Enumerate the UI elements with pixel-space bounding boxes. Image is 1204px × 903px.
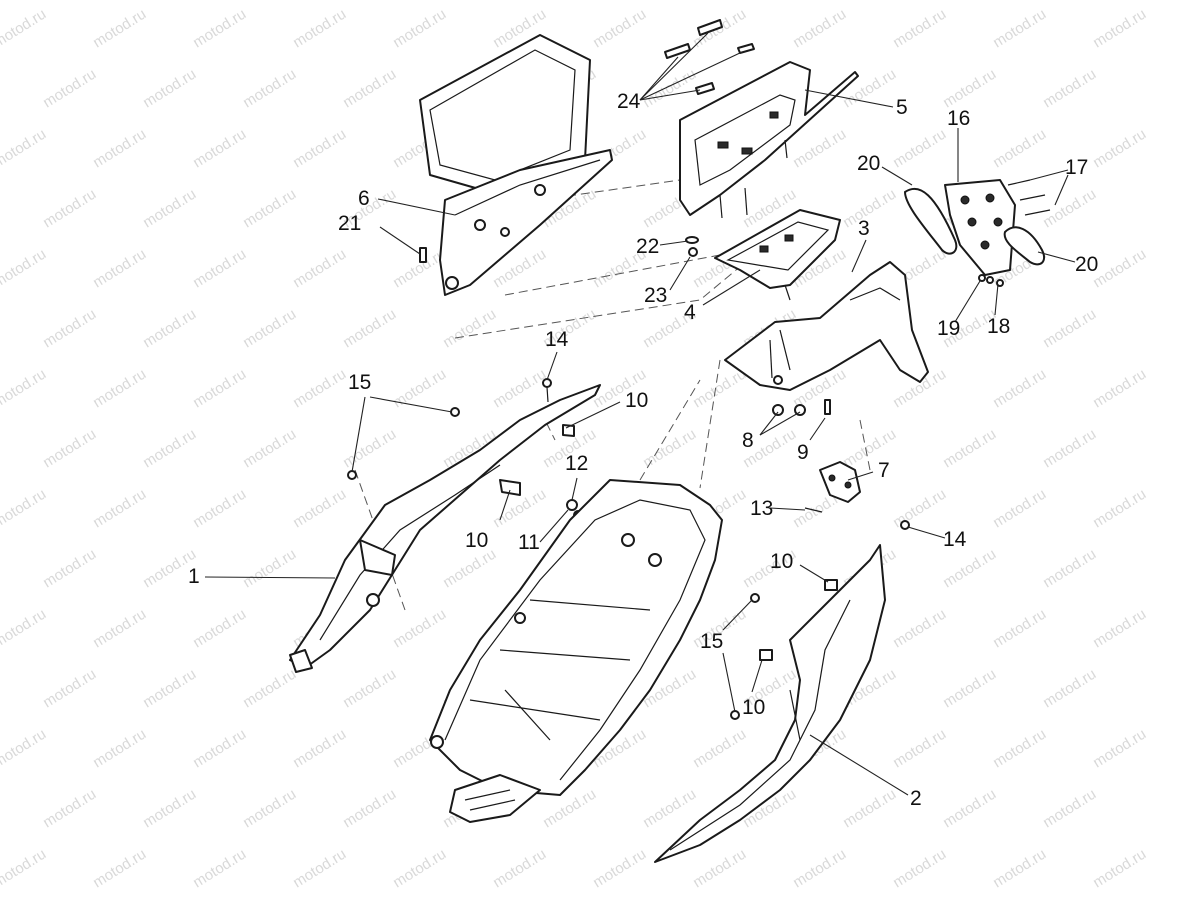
part-1-left-panel <box>289 384 601 673</box>
part-20-reflectors <box>904 187 1046 266</box>
callout-9: 9 <box>797 441 809 464</box>
part-5-upper-cover <box>679 61 859 219</box>
callout-5: 5 <box>896 96 908 119</box>
part-rear-subframe <box>429 479 723 823</box>
callout-12: 12 <box>565 452 589 475</box>
callout-15-b: 15 <box>700 630 724 653</box>
part-2-right-panel <box>654 544 886 863</box>
callout-10-b: 10 <box>465 529 489 552</box>
callout-11: 11 <box>518 531 540 554</box>
callout-23: 23 <box>644 284 668 307</box>
callout-15-a: 15 <box>348 371 372 394</box>
leader-lines <box>204 32 1076 796</box>
callout-4: 4 <box>684 301 696 324</box>
part-21-screw <box>419 247 427 263</box>
callout-18: 18 <box>987 315 1011 338</box>
part-7-plate <box>819 461 861 503</box>
callout-22: 22 <box>636 235 660 258</box>
callout-20-a: 20 <box>857 152 881 175</box>
part-16-light-unit <box>944 179 1051 276</box>
part-24-stickers <box>664 19 755 95</box>
callout-10-d: 10 <box>742 696 766 719</box>
callout-19: 19 <box>937 317 961 340</box>
callout-1: 1 <box>188 565 200 588</box>
callout-3: 3 <box>858 217 870 240</box>
part-4-bracket <box>714 209 841 301</box>
part-18-19-nuts <box>978 274 1004 287</box>
callout-24: 24 <box>617 90 641 113</box>
callout-17: 17 <box>1065 156 1089 179</box>
callout-14-a: 14 <box>545 328 569 351</box>
part-13-screw <box>804 507 823 513</box>
callout-8: 8 <box>742 429 754 452</box>
callout-21: 21 <box>338 212 362 235</box>
part-3-mudguard <box>724 261 929 416</box>
callout-16: 16 <box>947 107 971 130</box>
callout-6: 6 <box>358 187 370 210</box>
callout-14-b: 14 <box>943 528 967 551</box>
callout-2: 2 <box>910 787 922 810</box>
callout-10-c: 10 <box>770 550 794 573</box>
callout-7: 7 <box>878 459 890 482</box>
callout-10-a: 10 <box>625 389 649 412</box>
part-6-seat-cowl <box>419 34 613 296</box>
callout-13: 13 <box>750 497 774 520</box>
part-22-23-fasteners <box>685 236 699 257</box>
callout-20-b: 20 <box>1075 253 1099 276</box>
